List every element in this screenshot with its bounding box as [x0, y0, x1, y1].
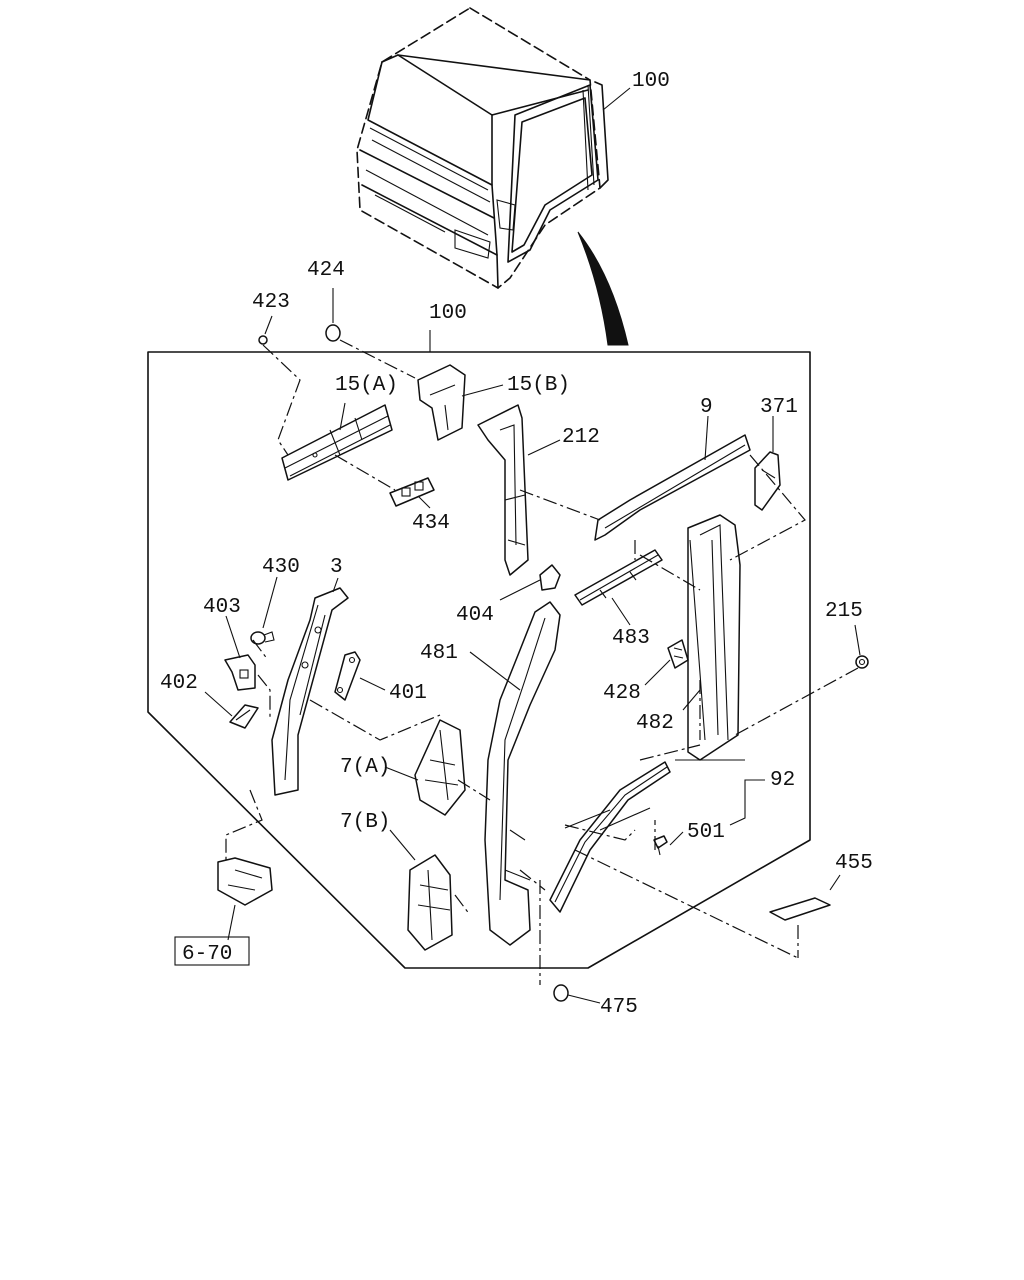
- part-483-rail: [574, 549, 663, 606]
- callout-labels: 100 100 424 423 15(A) 15(B) 212 9 371 43…: [160, 70, 873, 1019]
- label-403: 403: [203, 596, 241, 619]
- label-483: 483: [612, 627, 650, 650]
- part-215-nut: [855, 655, 869, 669]
- label-401: 401: [389, 682, 427, 705]
- part-212-pillar: [477, 404, 529, 576]
- detail-arrow: [577, 231, 629, 346]
- part-428-plate: [667, 639, 689, 669]
- part-481-pillar: [484, 601, 561, 946]
- part-15a-bracket: [281, 404, 393, 481]
- part-9-strip: [594, 434, 751, 541]
- label-501: 501: [687, 821, 725, 844]
- label-212: 212: [562, 426, 600, 449]
- part-475-washer: [553, 984, 569, 1002]
- label-15a: 15(A): [335, 374, 398, 397]
- part-423-washer: [258, 335, 268, 345]
- part-92-step: [549, 761, 671, 913]
- label-100-cab: 100: [632, 70, 670, 93]
- label-3: 3: [330, 556, 343, 579]
- label-92: 92: [770, 769, 795, 792]
- label-424: 424: [307, 259, 345, 282]
- label-423: 423: [252, 291, 290, 314]
- part-401-link: [334, 651, 361, 701]
- part-402-bracket: [229, 704, 259, 729]
- label-6-70[interactable]: 6-70: [182, 943, 232, 966]
- label-475: 475: [600, 996, 638, 1019]
- label-9: 9: [700, 396, 713, 419]
- label-430: 430: [262, 556, 300, 579]
- label-404: 404: [456, 604, 494, 627]
- cab-assembly: [356, 7, 609, 289]
- label-482: 482: [636, 712, 674, 735]
- part-6-70-bracket: [217, 857, 273, 906]
- part-15b-bracket: [417, 364, 466, 441]
- label-371: 371: [760, 396, 798, 419]
- label-7b: 7(B): [340, 811, 390, 834]
- part-501-screw: [653, 835, 668, 856]
- part-424-washer: [325, 324, 341, 342]
- part-404-clip: [539, 564, 561, 591]
- detail-frame: [147, 351, 811, 969]
- label-481: 481: [420, 642, 458, 665]
- label-455: 455: [835, 852, 873, 875]
- label-100-frame: 100: [429, 302, 467, 325]
- label-428: 428: [603, 682, 641, 705]
- label-402: 402: [160, 672, 198, 695]
- leader-lines: [204, 87, 861, 1004]
- part-430-bolt: [250, 631, 275, 645]
- part-403-bracket: [224, 654, 256, 691]
- part-7b-hinge: [407, 854, 453, 951]
- label-215: 215: [825, 600, 863, 623]
- part-434-clip: [389, 477, 435, 507]
- part-482-pillar: [687, 514, 741, 761]
- label-7a: 7(A): [340, 756, 390, 779]
- part-371-plate: [754, 451, 781, 511]
- label-15b: 15(B): [507, 374, 570, 397]
- part-3-pillar: [271, 587, 349, 796]
- part-455-pad: [769, 897, 831, 921]
- reference-box: [174, 936, 250, 966]
- part-7a-hinge: [414, 719, 466, 816]
- label-434: 434: [412, 512, 450, 535]
